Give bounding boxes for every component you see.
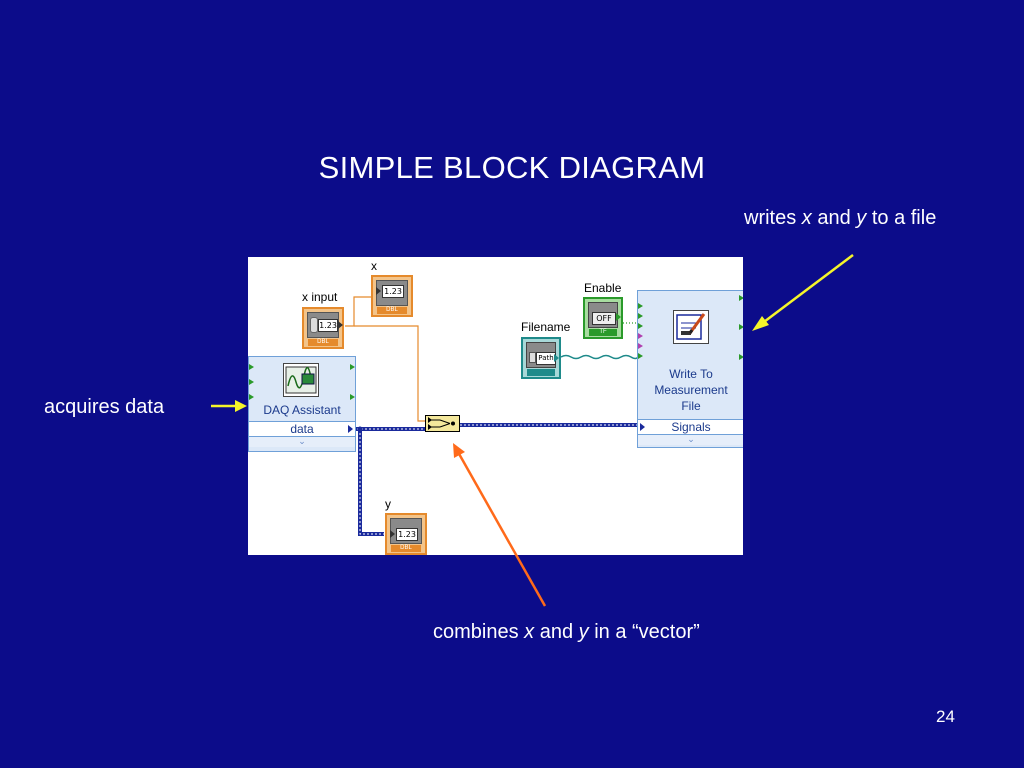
write-title-line-3: File — [681, 399, 701, 413]
daq-terminal-2 — [249, 379, 254, 385]
pencil-icon — [676, 313, 706, 340]
writes-text-pre: writes — [744, 207, 802, 229]
write-signals-terminal-label: Signals — [671, 420, 711, 434]
build-array-node[interactable] — [425, 415, 460, 432]
combines-text-post: in a “vector” — [588, 621, 700, 643]
write-terminal-5 — [638, 343, 643, 349]
wires — [345, 296, 639, 536]
combines-text-pre: combines — [433, 621, 525, 643]
write-expand-icon[interactable]: ⌄ — [638, 435, 743, 445]
daq-terminal-out-2 — [350, 394, 355, 400]
x-input-output-arrow — [338, 321, 343, 329]
write-measurement-file-node[interactable]: Write To Measurement File Signals ⌄ — [637, 290, 743, 448]
yellow-arrow-acquires — [211, 400, 247, 412]
write-file-icon — [673, 310, 709, 344]
write-signals-input-arrow — [640, 423, 645, 431]
slide-title: SIMPLE BLOCK DIAGRAM — [318, 150, 706, 185]
combines-text-mid: and — [534, 621, 579, 643]
write-terminal-4 — [638, 333, 643, 339]
daq-terminal-out-1 — [350, 364, 355, 370]
daq-data-terminal[interactable]: data — [249, 421, 355, 437]
filename-output-arrow — [554, 354, 559, 362]
wire-xinput-to-bundle — [354, 325, 426, 422]
browse-icon — [529, 352, 536, 363]
write-terminal-6 — [638, 353, 643, 359]
acquires-callout: acquires data — [44, 396, 165, 418]
write-terminal-3 — [638, 323, 643, 329]
filename-value: Path — [536, 352, 556, 365]
daq-assistant-icon — [283, 363, 319, 397]
x-input-label: x input — [302, 290, 338, 304]
wire-xinput-to-x — [345, 296, 371, 327]
writes-text-y: y — [856, 207, 867, 229]
daq-data-terminal-label: data — [290, 422, 314, 436]
x-input-control-type-tag: DBL — [308, 339, 338, 346]
writes-text-x: x — [801, 207, 812, 229]
build-array-icon — [428, 417, 455, 430]
y-label: y — [385, 497, 391, 511]
x-label: x — [371, 259, 377, 273]
x-input-control-value: 1.23 — [318, 319, 338, 332]
write-title-line-2: Measurement — [654, 383, 728, 397]
write-signals-terminal[interactable]: Signals — [638, 419, 743, 435]
writes-text-post: to a file — [866, 207, 937, 229]
block-diagram: x x input y Enable Filename 1.23 DBL 1.2… — [248, 257, 743, 555]
wire-junction — [357, 426, 363, 432]
enable-value: OFF — [592, 312, 616, 325]
daq-terminal-1 — [249, 364, 254, 370]
x-input-control[interactable]: 1.23 DBL — [302, 307, 344, 349]
wire-data-to-y — [358, 429, 384, 536]
filename-control[interactable]: Path — [521, 337, 561, 379]
x-input-increment-icon — [310, 317, 318, 333]
enable-label: Enable — [584, 281, 622, 295]
page-number: 24 — [936, 707, 955, 726]
write-measurement-file-title: Write To Measurement File — [638, 366, 743, 414]
y-indicator-value: 1.23 — [396, 528, 418, 541]
daq-data-output-arrow — [348, 425, 353, 433]
write-terminal-1 — [638, 303, 643, 309]
enable-output-arrow — [616, 313, 621, 321]
write-terminal-2 — [638, 313, 643, 319]
daq-assistant-title: DAQ Assistant — [263, 403, 341, 417]
x-indicator[interactable]: 1.23 DBL — [371, 275, 413, 317]
daq-terminal-3 — [249, 394, 254, 400]
write-title-line-1: Write To — [669, 367, 713, 381]
write-terminal-out-1 — [739, 295, 743, 301]
x-indicator-type-tag: DBL — [377, 307, 407, 314]
y-indicator[interactable]: 1.23 DBL — [385, 513, 427, 555]
waveform-icon — [285, 366, 317, 394]
filename-type-tag — [527, 369, 555, 376]
daq-assistant-node[interactable]: DAQ Assistant data ⌄ — [248, 356, 356, 452]
filename-label: Filename — [521, 320, 571, 334]
write-terminal-out-2 — [739, 324, 743, 330]
orange-arrow-combines — [453, 443, 547, 607]
yellow-arrow-writes — [752, 254, 854, 331]
writes-text-mid: and — [811, 207, 857, 229]
enable-control[interactable]: OFF TF — [583, 297, 623, 339]
y-indicator-type-tag: DBL — [391, 545, 421, 552]
daq-expand-icon[interactable]: ⌄ — [249, 437, 355, 447]
wire-filename-to-write — [560, 354, 639, 360]
write-terminal-out-3 — [739, 354, 743, 360]
enable-type-tag: TF — [589, 329, 617, 336]
y-indicator-input-arrow — [390, 530, 395, 538]
x-indicator-input-arrow — [376, 287, 381, 295]
combines-text-x: x — [524, 621, 535, 643]
combines-callout: combines x and y in a “vector” — [433, 621, 700, 644]
writes-callout: writes x and y to a file — [744, 207, 936, 230]
x-indicator-value: 1.23 — [382, 285, 404, 298]
combines-text-y: y — [578, 621, 589, 643]
